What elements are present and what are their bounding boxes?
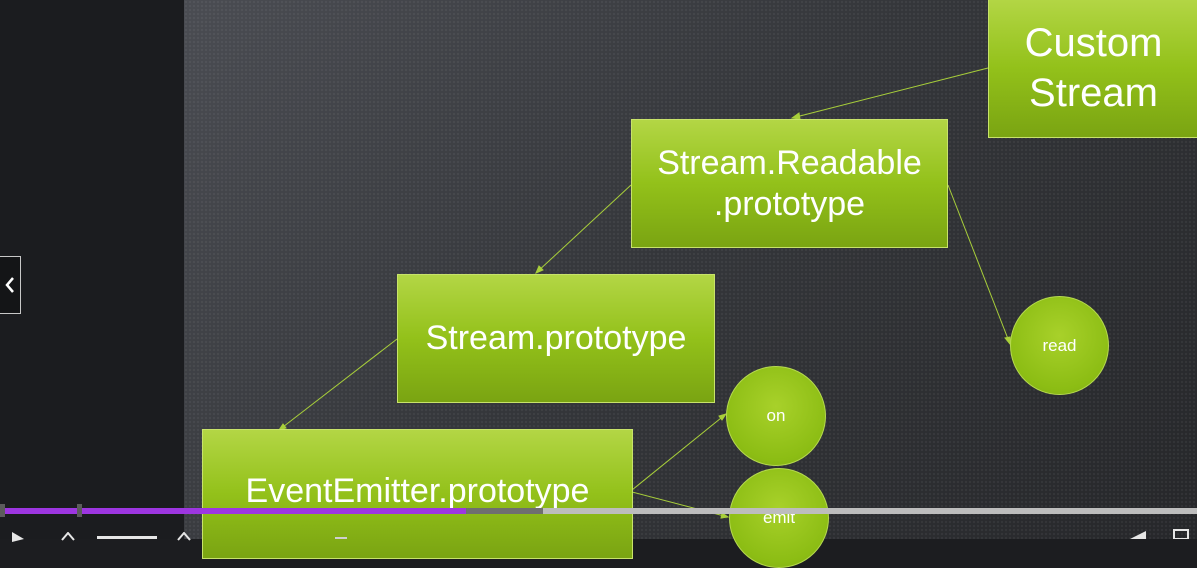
play-icon[interactable] [12, 532, 26, 542]
arrowhead-on [718, 413, 728, 421]
custom-stream-box: Custom Stream [988, 0, 1197, 138]
captions-icon[interactable] [335, 537, 347, 539]
rewind-icon[interactable] [60, 532, 76, 542]
read-method-label: read [1042, 335, 1077, 355]
connector-lines [277, 67, 1011, 519]
arrowhead-readable [790, 112, 801, 120]
eventemitter-prototype-label: EventEmitter.prototype [245, 471, 590, 510]
forward-icon[interactable] [176, 532, 192, 542]
on-method-label: on [766, 406, 786, 425]
on-method-circle: on [726, 366, 826, 466]
previous-slide-button[interactable] [0, 256, 21, 314]
seek-marker [0, 504, 5, 517]
custom-stream-label: Custom Stream [1024, 21, 1163, 115]
eventemitter-prototype-box: EventEmitter.prototype [202, 429, 633, 559]
connector-readable-to-read [947, 184, 1011, 345]
fullscreen-icon[interactable] [1172, 528, 1190, 539]
stream-prototype-box: Stream.prototype [397, 274, 715, 403]
connector-stream-to-eventemitter [278, 338, 398, 431]
seek-bar-track[interactable] [0, 508, 1197, 514]
time-display [97, 536, 157, 539]
connector-ee-to-on [631, 413, 727, 491]
volume-icon[interactable] [1128, 530, 1148, 539]
presentation-slide: Custom Stream Stream.Readable .prototype… [184, 0, 1197, 568]
connector-custom-to-readable [791, 67, 989, 119]
arrowhead-stream [535, 265, 544, 274]
seek-bar-progress[interactable] [0, 508, 466, 514]
stream-prototype-label: Stream.prototype [425, 319, 687, 357]
player-controls [0, 518, 1197, 542]
arrowhead-emit [720, 512, 730, 519]
seek-handle[interactable] [77, 504, 82, 517]
connector-readable-to-stream [535, 184, 632, 274]
read-method-circle: read [1010, 296, 1109, 395]
chevron-left-icon [5, 277, 14, 293]
left-side-panel [0, 0, 184, 539]
readable-prototype-label: Stream.Readable .prototype [657, 143, 922, 223]
readable-prototype-box: Stream.Readable .prototype [631, 119, 948, 248]
